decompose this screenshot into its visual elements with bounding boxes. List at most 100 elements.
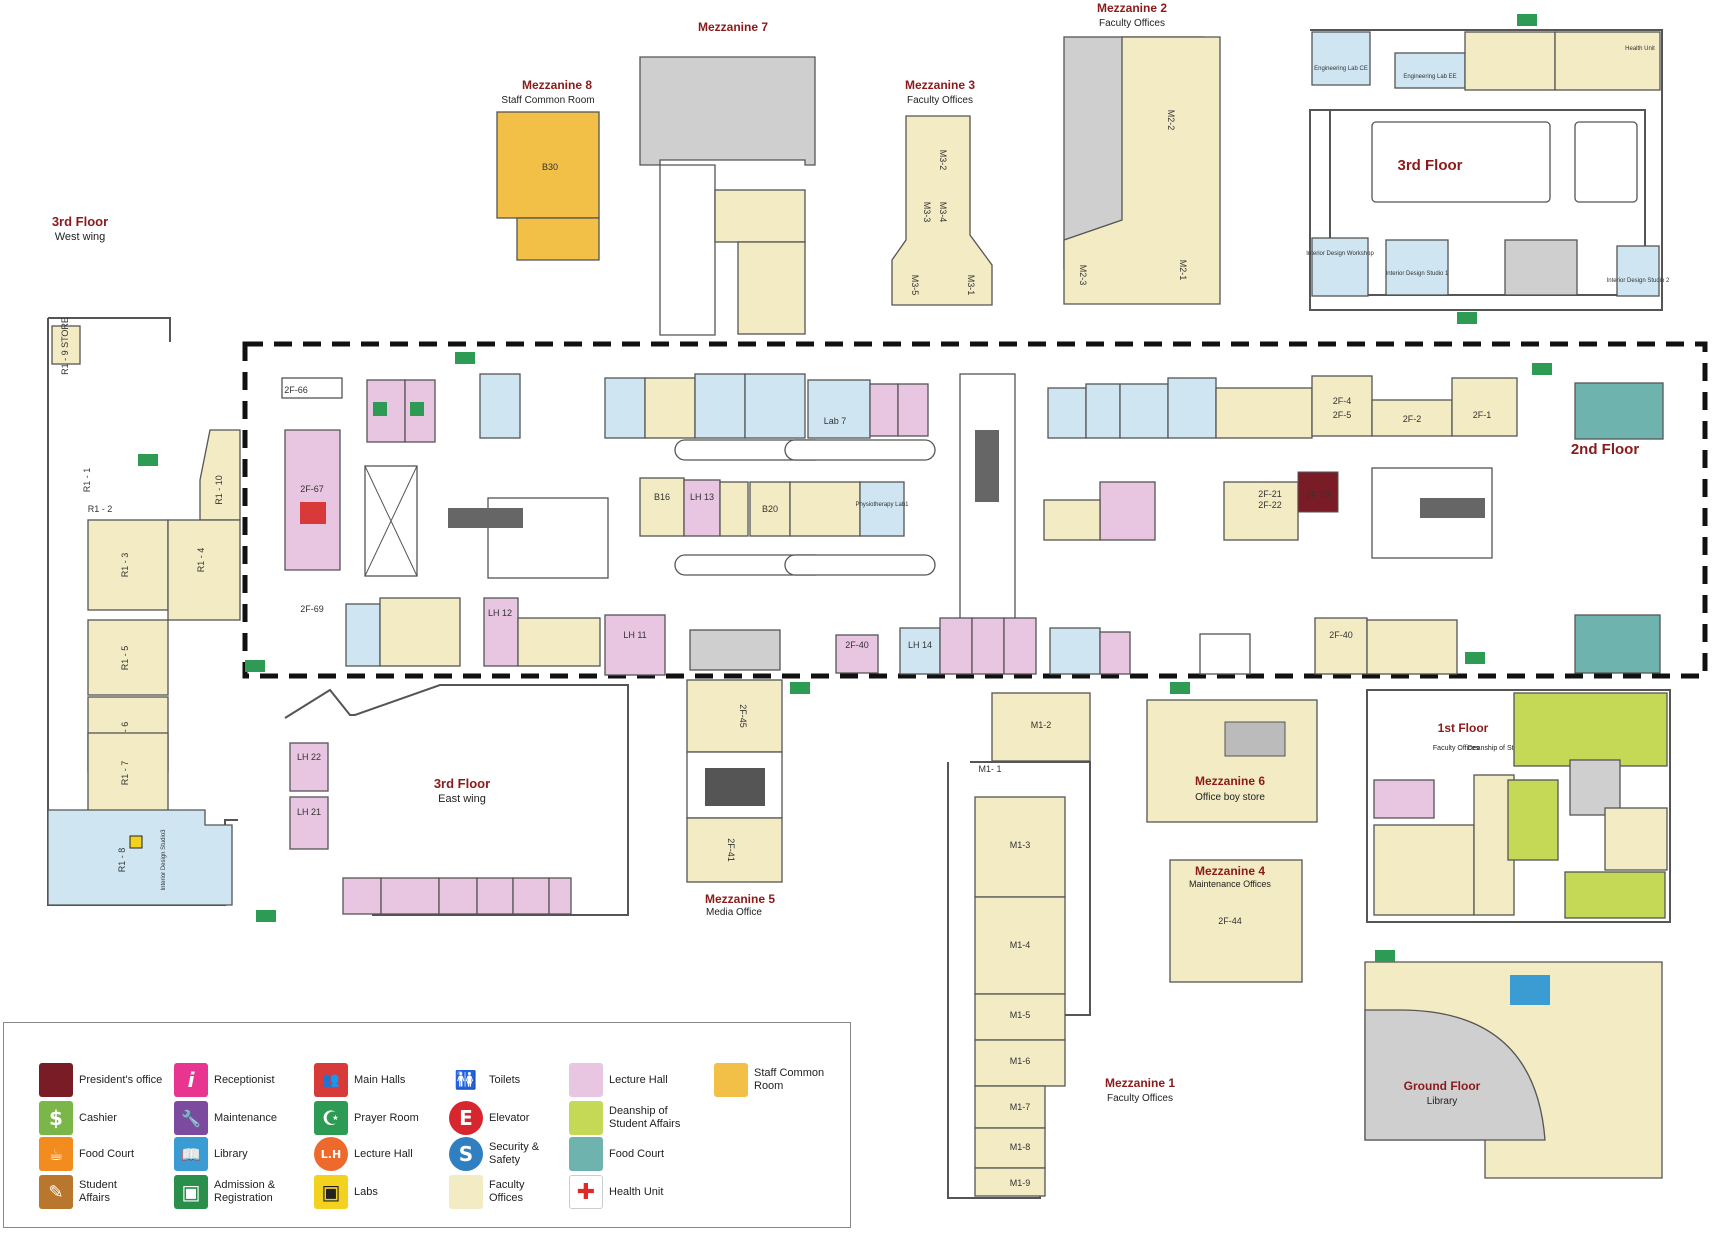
people-icon: 👥 bbox=[314, 1063, 348, 1097]
exit-sign-icon bbox=[790, 682, 810, 694]
central-escalator-hall bbox=[959, 373, 1016, 635]
lh-2-lh-3 bbox=[1099, 481, 1156, 541]
escalator-west bbox=[448, 508, 523, 528]
lab-1-label: LH 14 bbox=[908, 640, 932, 650]
first-floor-toilets bbox=[1569, 759, 1621, 816]
legend-label: Health Unit bbox=[609, 1185, 664, 1198]
room-2f-1-label: 2F-1 bbox=[1473, 410, 1492, 420]
lh-11 bbox=[835, 634, 879, 674]
east-wing-wall bbox=[284, 684, 629, 916]
legend-label: Staff Common Room bbox=[754, 1067, 825, 1092]
first-floor-offices-east bbox=[1604, 807, 1668, 871]
third-floor-toilets bbox=[1504, 239, 1578, 296]
mezzanine-1-title: Mezzanine 1 bbox=[1105, 1076, 1175, 1090]
engineering-lab-ee bbox=[1394, 52, 1466, 89]
room-m2-3-label: M2-3 bbox=[1078, 265, 1088, 286]
mezzanine-7-office-2 bbox=[737, 241, 806, 335]
staff-room-stairs bbox=[516, 217, 600, 261]
room-r1-7-label: R1 - 7 bbox=[120, 761, 130, 786]
room-m2-2-label: M2-2 bbox=[1166, 110, 1176, 131]
lh-9 bbox=[971, 617, 1005, 675]
lh-14-label: LH 13 bbox=[690, 492, 714, 502]
room-m1-1-label: M1- 1 bbox=[978, 764, 1001, 774]
lh-11-label: 2F-40 bbox=[845, 640, 869, 650]
legend-elevator: E Elevator bbox=[449, 1101, 529, 1135]
mezzanine-5-void-fill bbox=[705, 768, 765, 806]
exit-sign-icon bbox=[245, 660, 265, 672]
exit-sign-icon bbox=[1375, 950, 1395, 962]
lh-21-label: LH 21 bbox=[297, 807, 321, 817]
map-legend: President's office $ Cashier ☕ Food Cour… bbox=[3, 1022, 851, 1228]
third-floor-east-wing: 3rd Floor East wing LH 22 LH 21 bbox=[284, 684, 629, 916]
room-2f-66-label: 2F-66 bbox=[284, 385, 308, 395]
room-2f-22-label: 2F-22 bbox=[1258, 500, 1282, 510]
lh-19 bbox=[512, 877, 550, 915]
mezzanine-2-subtitle: Faculty Offices bbox=[1099, 18, 1165, 29]
lab-2-south bbox=[1049, 627, 1101, 675]
info-icon: i bbox=[174, 1063, 208, 1097]
second-floor-title: 2nd Floor bbox=[1571, 441, 1639, 458]
ground-floor-reading-area bbox=[1364, 1009, 1546, 1141]
legend-label: Labs bbox=[354, 1185, 378, 1198]
office-b20 bbox=[749, 481, 791, 537]
mosque-icon bbox=[410, 402, 424, 416]
legend-label: Student Affairs bbox=[79, 1179, 117, 1204]
legend-cashier: $ Cashier bbox=[39, 1101, 117, 1135]
third-floor-top-right: Engineering Lab CE Engineering Lab EE He… bbox=[1306, 29, 1670, 311]
room-b-1-label: Lab 7 bbox=[824, 416, 847, 426]
physiotherapy-lab-label: Physiotherapy Lab1 bbox=[855, 502, 909, 508]
third-floor-atrium-east bbox=[1574, 121, 1638, 203]
deanship-north bbox=[1513, 692, 1668, 767]
interior-design-workshop bbox=[1311, 237, 1369, 297]
offices-2f-21-2f-26 bbox=[1223, 481, 1299, 541]
legend-lecture-hall-icon: L.H Lecture Hall bbox=[314, 1137, 413, 1171]
room-m1-6 bbox=[974, 1039, 1066, 1087]
legend-food-court-area: Food Court bbox=[569, 1137, 664, 1171]
legend-deanship: Deanship of Student Affairs bbox=[569, 1101, 699, 1135]
security-icon: S bbox=[449, 1137, 483, 1171]
room-m1-8-label: M1-8 bbox=[1010, 1142, 1031, 1152]
room-b30-label: B30 bbox=[542, 162, 558, 172]
second-floor-boundary bbox=[242, 341, 1708, 679]
lh-18b bbox=[438, 877, 478, 915]
room-r1-4-label: R1 - 4 bbox=[196, 548, 206, 573]
mezzanine-6-room bbox=[1146, 699, 1318, 823]
lab-b6 bbox=[694, 373, 746, 439]
food-court-north bbox=[1574, 382, 1664, 440]
presidents-office bbox=[1297, 471, 1339, 513]
ground-floor: Ground Floor Library bbox=[1364, 961, 1663, 1179]
lh-16 bbox=[342, 877, 382, 915]
room-r1-5-label: R1 - 5 bbox=[120, 646, 130, 671]
presidents-office-swatch bbox=[39, 1063, 73, 1097]
room-2f-67-label: 2F-67 bbox=[300, 484, 324, 494]
legend-presidents-office: President's office bbox=[39, 1063, 162, 1097]
lab-4 bbox=[1085, 383, 1121, 439]
food-court-south bbox=[1574, 614, 1661, 674]
offices-b23-b25 bbox=[789, 481, 861, 537]
room-r1-10 bbox=[199, 429, 241, 521]
interior-design-studio-1 bbox=[1385, 239, 1449, 296]
lab-monitor-icon: ▣ bbox=[314, 1175, 348, 1209]
west-escalator-court bbox=[487, 497, 609, 579]
room-2f-67 bbox=[284, 429, 341, 571]
monitor-icon: ▣ bbox=[174, 1175, 208, 1209]
library-book-icon bbox=[1510, 975, 1550, 1005]
mezzanine-4-subtitle: Maintenance Offices bbox=[1189, 879, 1271, 889]
room-2f-4-5 bbox=[1311, 375, 1373, 437]
legend-label: Toilets bbox=[489, 1073, 521, 1086]
lh-7 bbox=[1099, 631, 1131, 675]
mezzanine-3-floor bbox=[891, 115, 993, 306]
room-b16-label: B16 bbox=[654, 492, 670, 502]
toilets-icon: 🚻 bbox=[449, 1063, 483, 1097]
legend-label: Lecture Hall bbox=[354, 1147, 413, 1160]
room-m1-5 bbox=[974, 993, 1066, 1041]
legend-food-court-icon: ☕ Food Court bbox=[39, 1137, 134, 1171]
legend-label: Deanship of Student Affairs bbox=[609, 1105, 681, 1130]
room-2f-69-label: 2F-69 bbox=[300, 604, 324, 614]
legend-library: 📖 Library bbox=[174, 1137, 248, 1171]
room-r1-8 bbox=[47, 809, 233, 906]
pencil-icon: ✎ bbox=[39, 1175, 73, 1209]
room-m1-5-label: M1-5 bbox=[1010, 1010, 1031, 1020]
exit-sign-icon bbox=[1517, 14, 1537, 26]
mosque-icon: ☪ bbox=[314, 1101, 348, 1135]
